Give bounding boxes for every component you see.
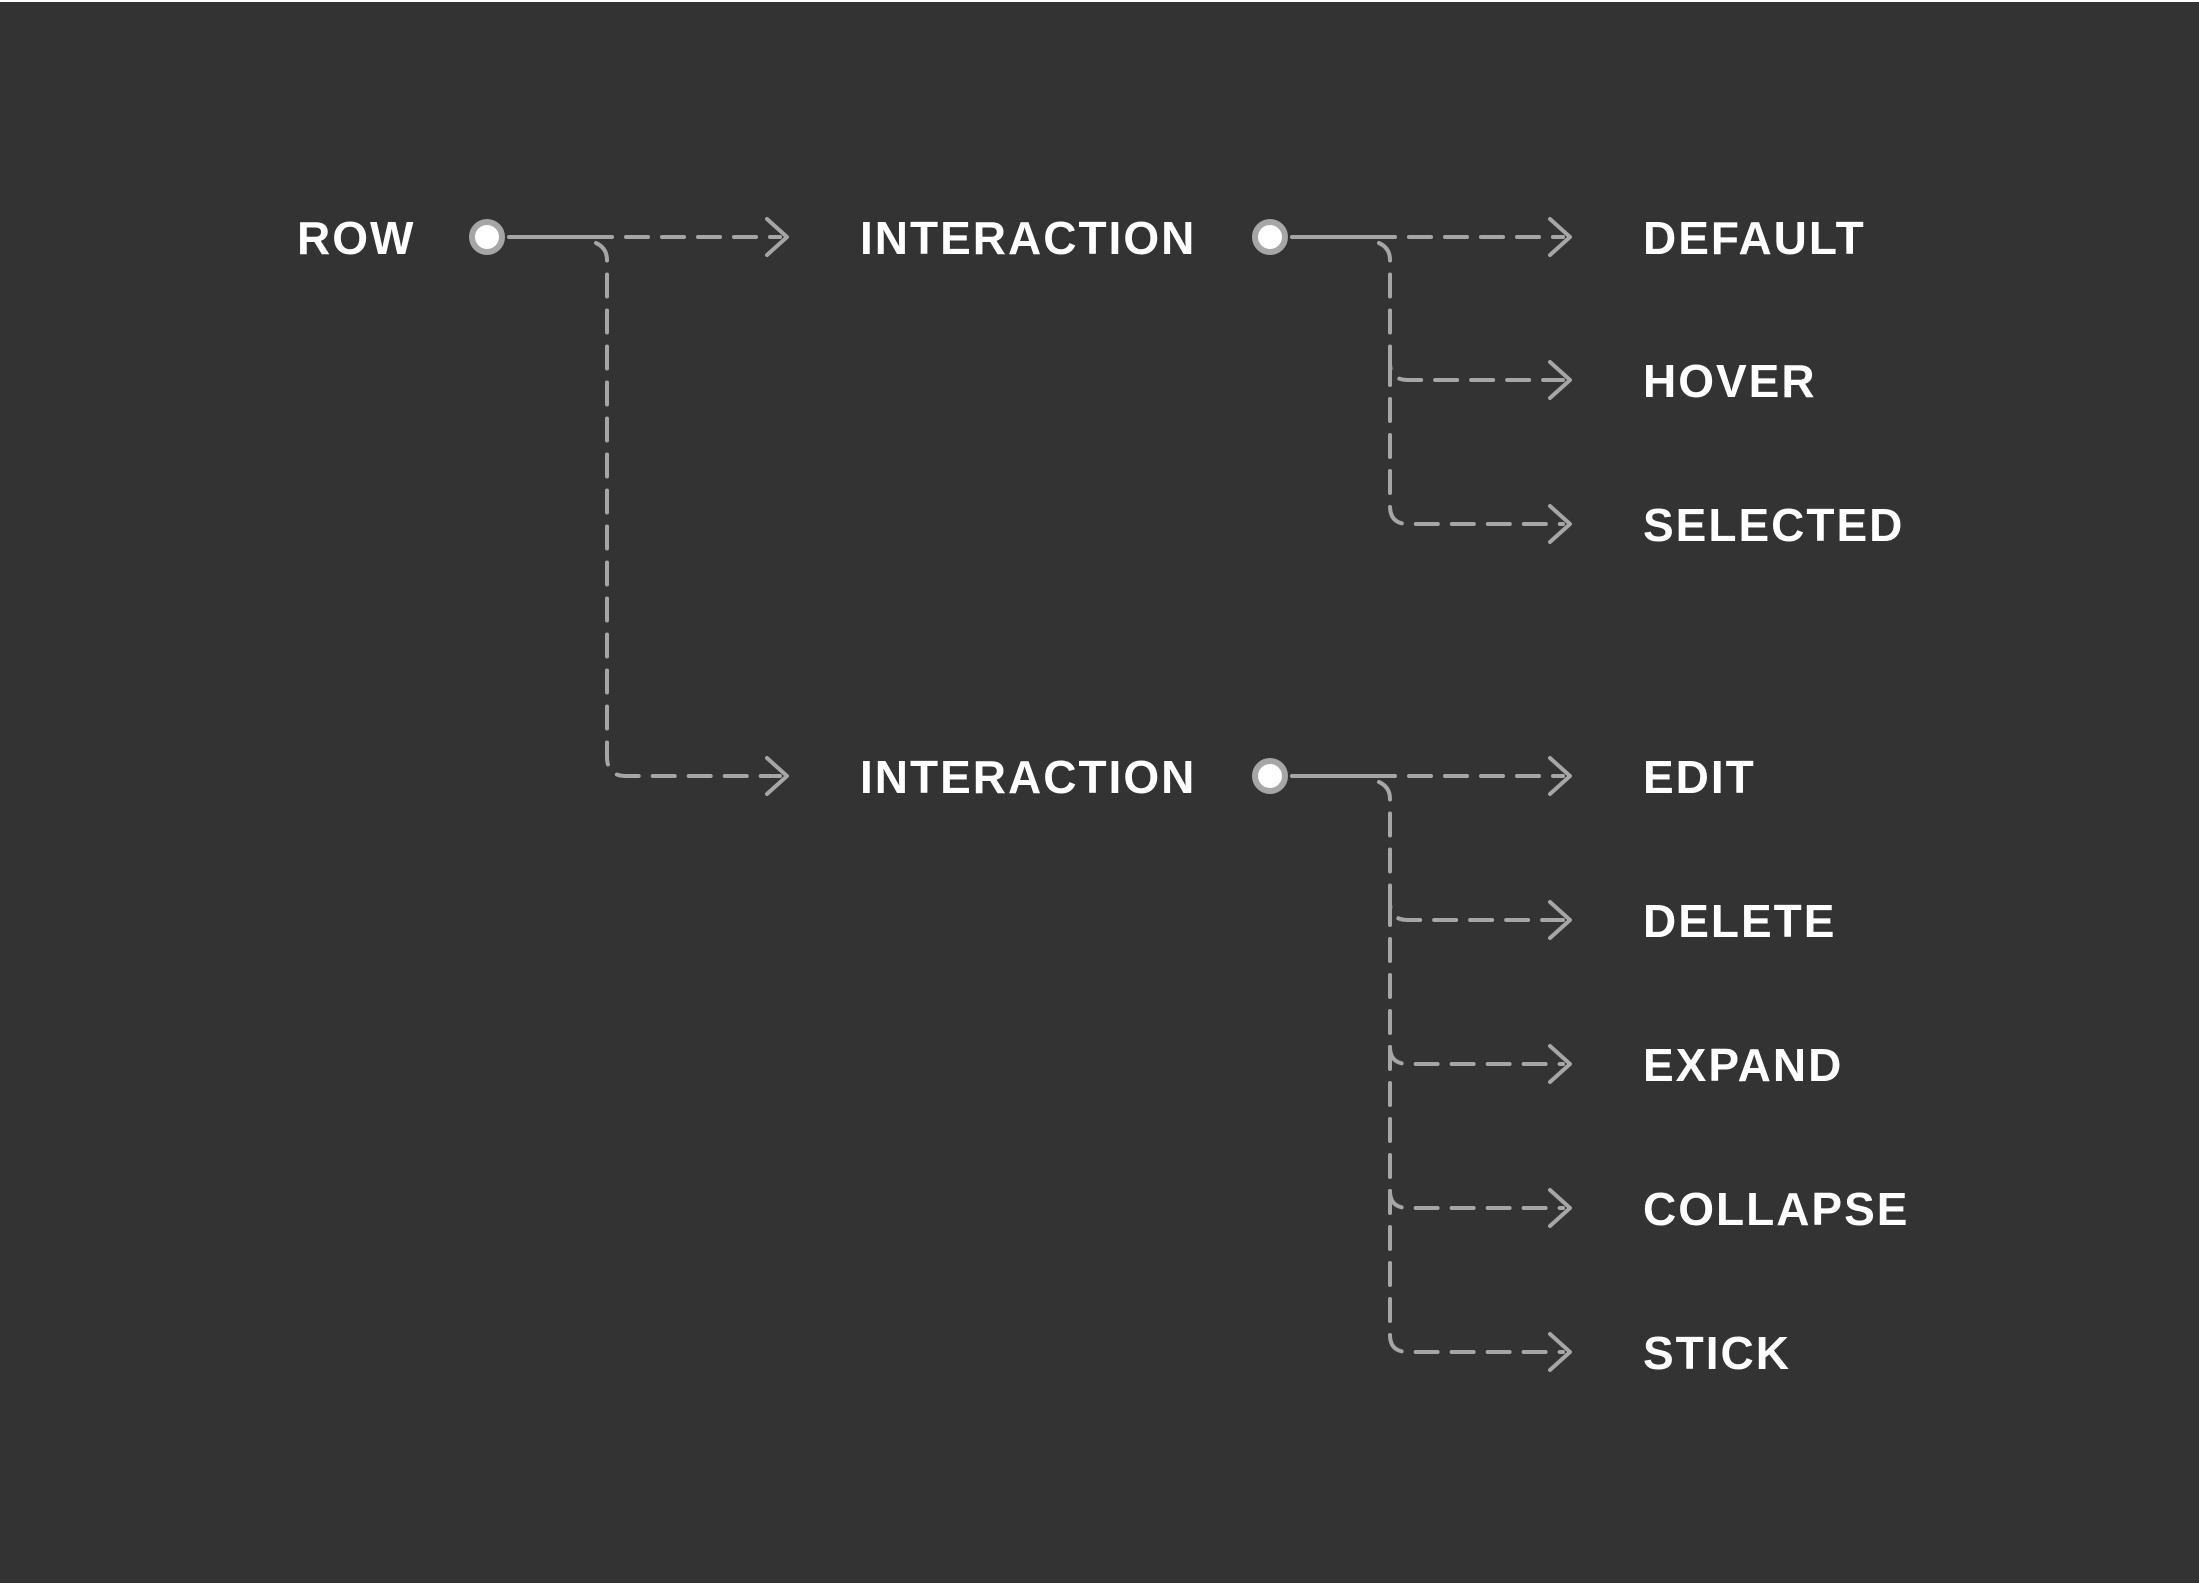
row-label: ROW [297, 212, 416, 264]
arrowhead [1548, 1188, 1572, 1228]
row-branch-vertical-dashed [594, 241, 782, 778]
interaction-1-node-dot [1252, 219, 1288, 255]
interaction-1-branch-dashed [1388, 361, 1565, 526]
action-label-stick: STICK [1643, 1327, 1791, 1379]
arrowhead [1548, 360, 1572, 400]
arrowhead [765, 217, 789, 257]
state-label-hover: HOVER [1643, 355, 1817, 407]
arrowhead [1548, 900, 1572, 940]
arrowhead [765, 756, 789, 796]
interaction-label: INTERACTION [860, 212, 1197, 264]
state-label-default: DEFAULT [1643, 212, 1866, 264]
state-label-selected: SELECTED [1643, 499, 1905, 551]
interaction-label: INTERACTION [860, 751, 1197, 803]
interaction-2-branch-dashed [1388, 901, 1565, 1066]
action-label-edit: EDIT [1643, 751, 1756, 803]
interaction-1-branch-dashed [1377, 241, 1565, 382]
arrowhead [1548, 1044, 1572, 1084]
arrowhead [1548, 504, 1572, 544]
action-label-delete: DELETE [1643, 895, 1837, 947]
arrowhead [1548, 756, 1572, 796]
interaction-2-branch-dashed [1388, 1189, 1565, 1354]
arrowhead [1548, 217, 1572, 257]
action-label-collapse: COLLAPSE [1643, 1183, 1910, 1235]
interaction-2-node-dot [1252, 758, 1288, 794]
interaction-2-branch-dashed [1388, 1045, 1565, 1210]
row-node-dot [469, 219, 505, 255]
interaction-2-branch-dashed [1377, 780, 1565, 922]
arrowhead [1548, 1332, 1572, 1372]
action-label-expand: EXPAND [1643, 1039, 1844, 1091]
